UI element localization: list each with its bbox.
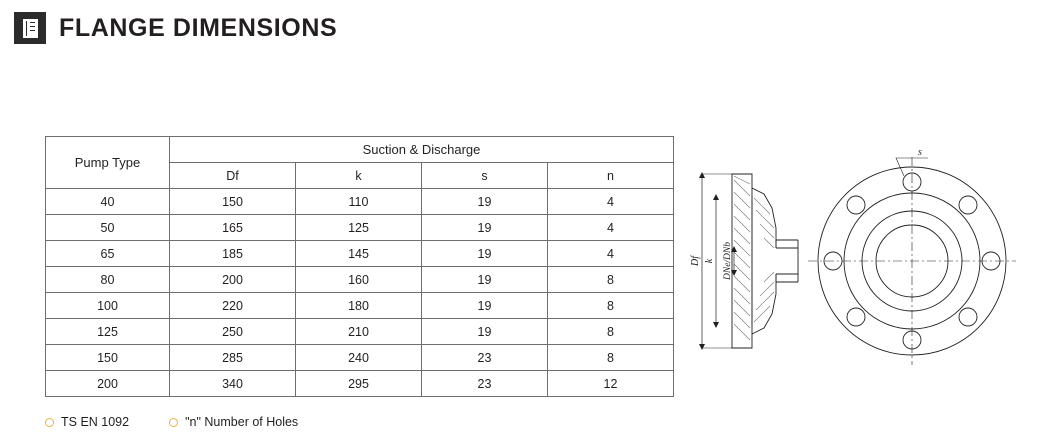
cell-pump-type: 200 bbox=[45, 370, 170, 397]
bolt-hole bbox=[846, 195, 866, 215]
cell-n: 4 bbox=[547, 240, 674, 267]
table-row: 200 340 295 23 12 bbox=[45, 370, 674, 397]
hub-profile-upper bbox=[751, 187, 777, 248]
bullet-circle-icon bbox=[45, 417, 54, 427]
drawing-label-df: Df bbox=[690, 255, 701, 267]
cell-s: 19 bbox=[421, 266, 548, 293]
cell-n: 8 bbox=[547, 344, 674, 371]
cell-s: 23 bbox=[421, 370, 548, 397]
cell-k: 180 bbox=[295, 292, 422, 319]
flange-plate-outline bbox=[731, 173, 753, 349]
table-row: 125 250 210 19 8 bbox=[45, 318, 674, 345]
column-header-s: s bbox=[421, 162, 548, 189]
cell-df: 220 bbox=[169, 292, 296, 319]
legend-label-holes: "n" Number of Holes bbox=[185, 415, 299, 429]
flange-technical-drawing: Df k DNe/DNb s bbox=[690, 136, 1040, 386]
column-header-df: Df bbox=[169, 162, 296, 189]
cell-pump-type: 40 bbox=[45, 188, 170, 215]
cell-k: 125 bbox=[295, 214, 422, 241]
cell-n: 8 bbox=[547, 292, 674, 319]
drawing-label-s: s bbox=[918, 147, 922, 158]
cell-df: 200 bbox=[169, 266, 296, 293]
cell-pump-type: 150 bbox=[45, 344, 170, 371]
bolt-hole bbox=[958, 307, 978, 327]
flange-drawing-svg: Df k DNe/DNb s bbox=[690, 147, 1016, 365]
center-lines bbox=[808, 157, 1016, 365]
cell-k: 210 bbox=[295, 318, 422, 345]
table-row: 40 150 110 19 4 bbox=[45, 188, 674, 215]
cell-df: 150 bbox=[169, 188, 296, 215]
cell-n: 4 bbox=[547, 188, 674, 215]
page-header: FLANGE DIMENSIONS bbox=[14, 12, 337, 44]
cell-df: 285 bbox=[169, 344, 296, 371]
column-group-header-suction-discharge: Suction & Discharge bbox=[169, 136, 674, 163]
cell-s: 19 bbox=[421, 240, 548, 267]
column-header-k: k bbox=[295, 162, 422, 189]
flange-dimensions-table-wrapper: Pump Type Suction & Discharge Df k s n 4… bbox=[45, 136, 674, 397]
dim-arrow-k-top bbox=[713, 194, 719, 200]
cell-df: 250 bbox=[169, 318, 296, 345]
dim-arrow-dn-bottom bbox=[731, 270, 737, 276]
cell-pump-type: 100 bbox=[45, 292, 170, 319]
table-row: 80 200 160 19 8 bbox=[45, 266, 674, 293]
dim-arrow-df-top bbox=[699, 172, 705, 178]
cell-pump-type: 50 bbox=[45, 214, 170, 241]
cell-n: 12 bbox=[547, 370, 674, 397]
dim-arrow-k-bottom bbox=[713, 322, 719, 328]
cell-k: 145 bbox=[295, 240, 422, 267]
table-header-row-2: Df k s n bbox=[46, 162, 674, 189]
table-row: 50 165 125 19 4 bbox=[45, 214, 674, 241]
dim-arrow-df-bottom bbox=[699, 344, 705, 350]
legend-item-holes: "n" Number of Holes bbox=[169, 415, 298, 429]
cell-k: 240 bbox=[295, 344, 422, 371]
cell-s: 19 bbox=[421, 318, 548, 345]
cell-k: 110 bbox=[295, 188, 422, 215]
column-header-pump-type: Pump Type bbox=[45, 136, 170, 189]
table-row: 100 220 180 19 8 bbox=[45, 292, 674, 319]
column-header-n: n bbox=[547, 162, 674, 189]
cell-s: 23 bbox=[421, 344, 548, 371]
table-header-row-1: Pump Type Suction & Discharge bbox=[45, 136, 674, 189]
cell-k: 160 bbox=[295, 266, 422, 293]
cell-pump-type: 125 bbox=[45, 318, 170, 345]
legend: TS EN 1092 "n" Number of Holes bbox=[45, 415, 298, 429]
leader-line-s bbox=[895, 157, 928, 177]
cell-s: 19 bbox=[421, 188, 548, 215]
cell-k: 295 bbox=[295, 370, 422, 397]
dim-arrow-dn-top bbox=[731, 246, 737, 252]
page-title: FLANGE DIMENSIONS bbox=[59, 13, 338, 42]
cell-n: 8 bbox=[547, 266, 674, 293]
cell-pump-type: 80 bbox=[45, 266, 170, 293]
drawing-label-k: k bbox=[704, 258, 715, 263]
bolt-hole bbox=[958, 195, 978, 215]
cell-n: 8 bbox=[547, 318, 674, 345]
cell-df: 185 bbox=[169, 240, 296, 267]
cell-s: 19 bbox=[421, 214, 548, 241]
bullet-circle-icon bbox=[169, 417, 179, 427]
cell-df: 340 bbox=[169, 370, 296, 397]
flange-outer-circle bbox=[817, 166, 1007, 356]
table-row: 65 185 145 19 4 bbox=[45, 240, 674, 267]
cell-n: 4 bbox=[547, 214, 674, 241]
table-row: 150 285 240 23 8 bbox=[45, 344, 674, 371]
hub-profile-lower bbox=[751, 274, 777, 335]
legend-item-standard: TS EN 1092 bbox=[45, 415, 129, 429]
document-icon-glyph bbox=[22, 18, 38, 38]
drawing-label-dn: DNe/DNb bbox=[723, 242, 733, 281]
cell-df: 165 bbox=[169, 214, 296, 241]
cell-s: 19 bbox=[421, 292, 548, 319]
document-icon bbox=[14, 12, 46, 44]
section-hatching bbox=[733, 175, 775, 341]
legend-label-standard: TS EN 1092 bbox=[61, 415, 130, 429]
flange-dimensions-table: Pump Type Suction & Discharge Df k s n 4… bbox=[45, 136, 674, 397]
bolt-hole bbox=[846, 307, 866, 327]
cell-pump-type: 65 bbox=[45, 240, 170, 267]
